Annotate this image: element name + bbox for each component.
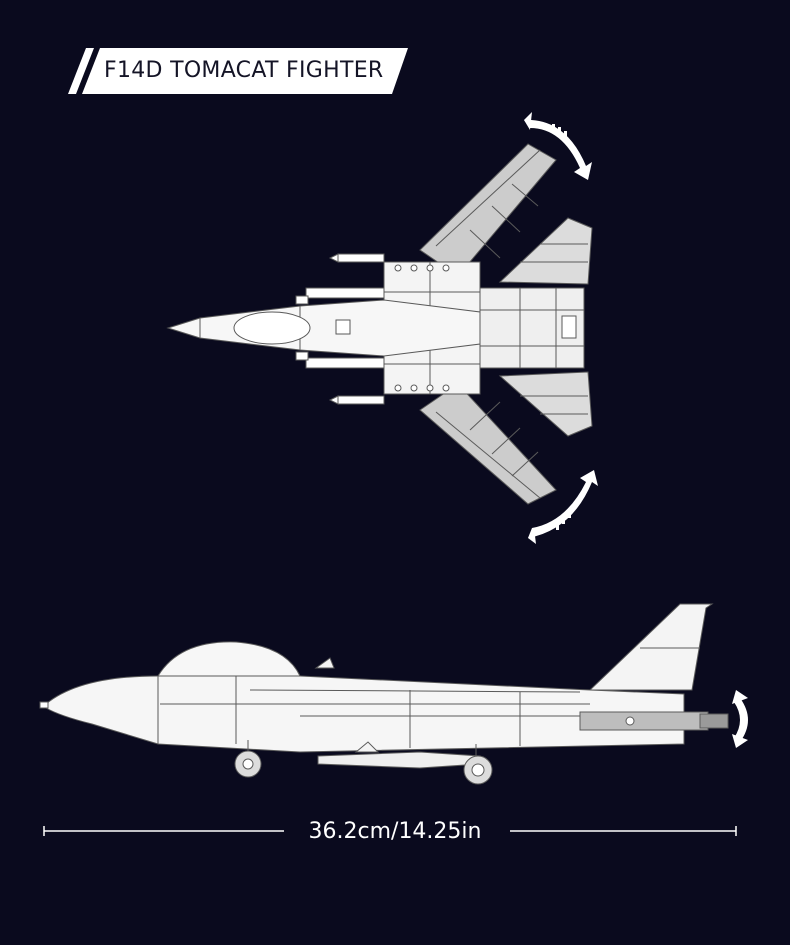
exhaust-nozzle xyxy=(579,711,709,731)
dimension-line xyxy=(43,826,737,836)
dimension-label: 36.2cm/14.25in xyxy=(308,819,482,844)
side-view xyxy=(39,603,729,785)
vertical-tail xyxy=(588,603,714,691)
top-view xyxy=(166,143,593,505)
swing-wing-arrow-icon xyxy=(524,112,592,180)
lower-tailplane xyxy=(498,371,593,437)
top-canopy xyxy=(233,311,311,345)
page-title: F14D TOMACAT FIGHTER xyxy=(104,58,384,83)
title-banner: F14D TOMACAT FIGHTER xyxy=(66,48,408,94)
swing-wing-arrow-icon xyxy=(528,470,598,544)
side-fuselage xyxy=(45,675,685,753)
missile-upper xyxy=(337,253,385,263)
side-missile xyxy=(317,751,481,769)
title-banner-shape xyxy=(68,48,408,94)
missile-lower xyxy=(337,395,385,405)
tail-rotate-arrow-icon xyxy=(732,690,748,748)
upper-tailplane xyxy=(498,217,593,285)
side-canopy xyxy=(157,641,301,677)
fuselage-nose xyxy=(166,299,481,357)
